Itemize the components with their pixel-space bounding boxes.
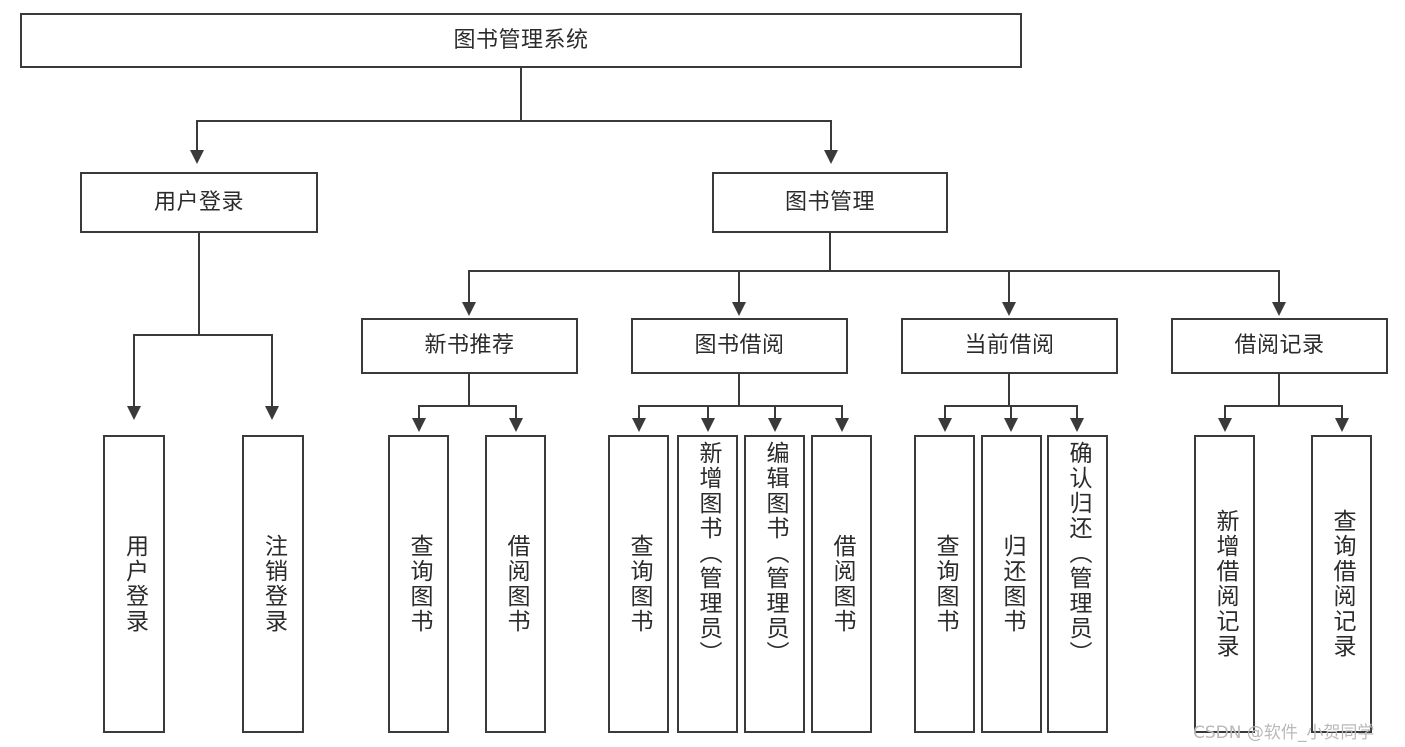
node-book-management[interactable]: 图书管理: [712, 172, 948, 233]
leaf-label: 查询图书: [626, 534, 652, 634]
leaf-add-borrow-record[interactable]: 新增借阅记录: [1194, 435, 1255, 733]
node-label: 图书管理系统: [453, 27, 589, 53]
edge-borrow-record-drop-2: [1341, 405, 1343, 420]
arrowhead-borrow-book: [732, 302, 746, 316]
edge-current-borrow-drop-3: [1076, 405, 1078, 420]
edge-to-current-borrow: [1008, 270, 1010, 304]
node-new-book-recommend[interactable]: 新书推荐: [361, 318, 578, 374]
edge-user-login-drop-1: [133, 334, 135, 408]
leaf-label: 归还图书: [999, 534, 1025, 634]
arrowhead-book-management: [824, 150, 838, 164]
arrowhead-leaf-query-book-1: [412, 418, 426, 432]
leaf-add-book-admin[interactable]: 新增图书（管理员）: [677, 435, 738, 733]
leaf-label: 编辑图书（管理员）: [762, 441, 788, 666]
leaf-label: 查询借阅记录: [1329, 509, 1355, 659]
arrowhead-leaf-query-book-3: [938, 418, 952, 432]
arrowhead-borrow-record: [1272, 302, 1286, 316]
leaf-label: 用户登录: [121, 534, 148, 634]
leaf-label: 借阅图书: [503, 534, 529, 634]
edge-level2-bus: [468, 270, 1280, 272]
leaf-user-login[interactable]: 用户登录: [103, 435, 165, 733]
arrowhead-leaf-add-record: [1218, 418, 1232, 432]
leaf-query-book-borrow[interactable]: 查询图书: [608, 435, 669, 733]
edge-current-borrow-drop-2: [1010, 405, 1012, 420]
leaf-label: 查询图书: [932, 534, 958, 634]
arrowhead-current-borrow: [1002, 302, 1016, 316]
leaf-query-book-current[interactable]: 查询图书: [914, 435, 975, 733]
leaf-edit-book-admin[interactable]: 编辑图书（管理员）: [744, 435, 805, 733]
leaf-label: 借阅图书: [829, 534, 855, 634]
node-label: 借阅记录: [1234, 333, 1325, 359]
arrowhead-leaf-borrow-book-1: [509, 418, 523, 432]
edge-new-book-drop-2: [515, 405, 517, 420]
edge-new-book-drop-1: [418, 405, 420, 420]
leaf-query-book-new[interactable]: 查询图书: [388, 435, 449, 733]
arrowhead-leaf-edit-book: [768, 418, 782, 432]
node-current-borrow[interactable]: 当前借阅: [901, 318, 1118, 374]
leaf-label: 新增图书（管理员）: [695, 441, 721, 666]
node-root-library-system[interactable]: 图书管理系统: [20, 13, 1022, 68]
edge-to-borrow-book: [738, 270, 740, 304]
edge-book-borrow-drop-4: [841, 405, 843, 420]
edge-book-borrow-drop-2: [707, 405, 709, 420]
edge-book-borrow-stem: [738, 374, 740, 406]
arrowhead-leaf-borrow-book-2: [835, 418, 849, 432]
edge-current-borrow-stem: [1008, 374, 1010, 406]
leaf-label: 查询图书: [406, 534, 432, 634]
leaf-query-borrow-record[interactable]: 查询借阅记录: [1311, 435, 1372, 733]
edge-user-login-drop-2: [271, 334, 273, 408]
edge-root-stem: [520, 68, 522, 120]
edge-new-book-bus: [418, 405, 517, 407]
leaf-confirm-return-admin[interactable]: 确认归还（管理员）: [1047, 435, 1108, 733]
arrowhead-leaf-add-book: [701, 418, 715, 432]
node-user-login[interactable]: 用户登录: [80, 172, 318, 233]
edge-level1-bus: [196, 120, 832, 122]
edge-to-new-book: [468, 270, 470, 304]
node-label: 当前借阅: [964, 333, 1055, 359]
arrowhead-user-login: [190, 150, 204, 164]
edge-user-login-stem: [198, 233, 200, 334]
leaf-label: 新增借阅记录: [1212, 509, 1238, 659]
edge-current-borrow-drop-1: [944, 405, 946, 420]
leaf-return-book[interactable]: 归还图书: [981, 435, 1042, 733]
edge-borrow-record-bus: [1224, 405, 1342, 407]
leaf-borrow-book-new[interactable]: 借阅图书: [485, 435, 546, 733]
edge-borrow-record-drop-1: [1224, 405, 1226, 420]
node-label: 新书推荐: [424, 333, 515, 359]
node-label: 图书管理: [784, 189, 875, 215]
arrowhead-leaf-logout: [265, 406, 279, 420]
edge-book-borrow-bus: [638, 405, 843, 407]
arrowhead-leaf-return-book: [1004, 418, 1018, 432]
edge-new-book-stem: [468, 374, 470, 406]
arrowhead-new-book: [462, 302, 476, 316]
edge-book-borrow-drop-3: [774, 405, 776, 420]
edge-to-borrow-record: [1278, 270, 1280, 304]
arrowhead-leaf-query-record: [1335, 418, 1349, 432]
leaf-label: 注销登录: [260, 534, 287, 634]
leaf-label: 确认归还（管理员）: [1065, 441, 1091, 666]
leaf-logout[interactable]: 注销登录: [242, 435, 304, 733]
node-borrow-record[interactable]: 借阅记录: [1171, 318, 1388, 374]
edge-to-book-management: [830, 120, 832, 152]
arrowhead-leaf-query-book-2: [632, 418, 646, 432]
leaf-borrow-book-borrow[interactable]: 借阅图书: [811, 435, 872, 733]
arrowhead-leaf-confirm-return: [1070, 418, 1084, 432]
node-label: 图书借阅: [694, 333, 785, 359]
edge-user-login-bus: [133, 334, 272, 336]
edge-book-borrow-drop-1: [638, 405, 640, 420]
node-label: 用户登录: [153, 189, 244, 215]
arrowhead-leaf-user-login: [127, 406, 141, 420]
edge-to-user-login: [196, 120, 198, 152]
edge-book-management-stem: [829, 233, 831, 271]
node-book-borrow[interactable]: 图书借阅: [631, 318, 848, 374]
edge-borrow-record-stem: [1278, 374, 1280, 406]
